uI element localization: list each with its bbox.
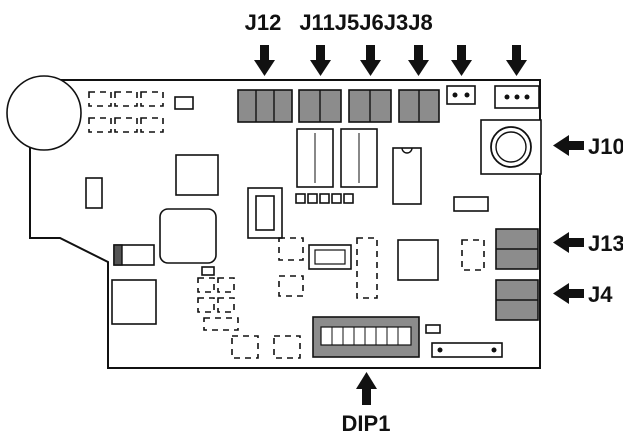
small-component-right xyxy=(453,196,489,212)
dashed-footprints-center-left xyxy=(197,266,239,331)
buzzer xyxy=(6,75,82,151)
dashed-footprints-center xyxy=(231,237,304,359)
capacitor-left xyxy=(113,244,155,266)
connector-j11 xyxy=(298,89,342,123)
label-dip1: DIP1 xyxy=(342,411,391,436)
ic-chip xyxy=(392,147,422,205)
header-strip-bottom-right xyxy=(431,342,503,358)
label-j10: J10 xyxy=(588,134,623,159)
small-resistor xyxy=(174,96,194,110)
label-j4: J4 xyxy=(588,282,613,307)
label-j12: J12 xyxy=(245,10,282,35)
jack-j10 xyxy=(480,119,542,175)
arrow-j12 xyxy=(254,45,275,76)
connector-j5-j6 xyxy=(348,89,392,123)
dashed-footprints-top-left xyxy=(88,91,164,133)
label-j11-j5-j6-j3-j8: J11J5J6J3J8 xyxy=(299,10,432,35)
arrow-dip1 xyxy=(356,372,377,405)
arrow-j10 xyxy=(553,135,584,156)
arrow-j13 xyxy=(553,232,584,253)
connector-j8 xyxy=(446,85,476,105)
connector-top-right-header xyxy=(494,85,540,109)
arrow-top-right xyxy=(506,45,527,76)
white-connector xyxy=(247,187,283,239)
arrow-j5-j6 xyxy=(360,45,381,76)
connector-j3 xyxy=(398,89,440,123)
square-chip-lower-left xyxy=(111,279,157,325)
dip-switch-dip1 xyxy=(312,316,420,358)
small-part-near-dip xyxy=(425,324,441,334)
arrow-j11 xyxy=(310,45,331,76)
arrow-j4 xyxy=(553,283,584,304)
square-chip-center xyxy=(397,239,439,281)
square-chip-upper xyxy=(175,154,219,196)
large-inductor xyxy=(159,208,217,264)
small-part-left xyxy=(85,177,103,209)
tall-dashed-part xyxy=(356,237,378,299)
label-j13: J13 xyxy=(588,231,623,256)
arrow-j3 xyxy=(408,45,429,76)
arrow-j8 xyxy=(451,45,472,76)
connector-j12 xyxy=(237,89,293,123)
pad-row xyxy=(295,193,354,204)
pcb-board xyxy=(29,79,541,369)
dashed-footprint-right xyxy=(461,239,485,271)
connector-j4 xyxy=(495,279,539,321)
connector-j13 xyxy=(495,228,539,270)
